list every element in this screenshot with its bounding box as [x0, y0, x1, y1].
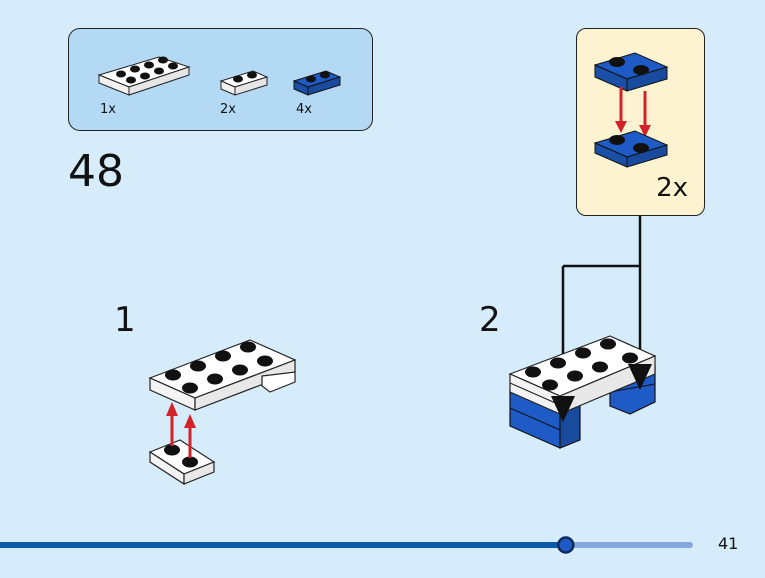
progress-knob: [557, 536, 575, 554]
callout-box: 2x: [576, 28, 705, 216]
callout-arrows: [615, 87, 651, 137]
callout-illustration: [593, 52, 669, 168]
plate-1x2-white: [148, 439, 216, 486]
part-plate-1x2-white: [219, 70, 269, 96]
part-plate-1x2-blue: [292, 70, 342, 96]
parts-list-box: 1x 2x 4x: [68, 28, 373, 131]
substep-1-illustration: [148, 339, 297, 486]
callout-bottom-plate: [593, 130, 669, 168]
callout-top-plate: [593, 52, 669, 92]
page-number: 41: [718, 534, 739, 553]
substep-1-label: 1: [114, 300, 136, 340]
substep-2-illustration: [508, 335, 657, 449]
part-qty-plate-1x2-white: 2x: [220, 102, 236, 117]
step-number: 48: [68, 146, 124, 197]
parts-illustrations: [97, 56, 342, 96]
assembly-arrows: [166, 402, 196, 458]
part-qty-plate-1x2-blue: 4x: [296, 102, 312, 117]
part-qty-plate-2x4-white: 1x: [100, 102, 116, 117]
part-plate-2x4-white: [97, 56, 191, 96]
plate-2x4-white: [148, 339, 297, 411]
placement-arrows: [551, 364, 652, 422]
substep-2-label: 2: [479, 300, 501, 340]
callout-qty: 2x: [656, 173, 688, 203]
progress-bar: [0, 536, 693, 554]
